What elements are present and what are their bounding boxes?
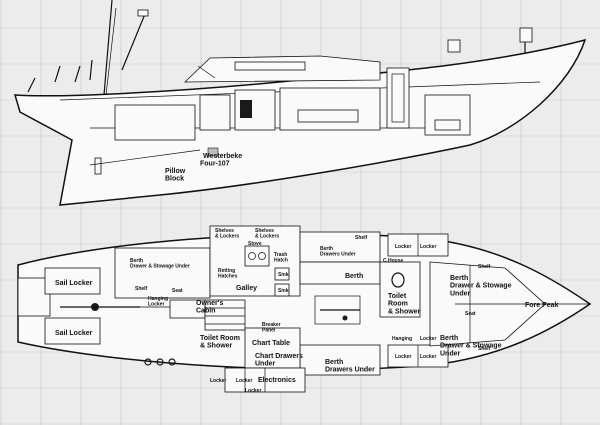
sheet-line (121, 13, 146, 71)
berth-bottom-box (299, 344, 381, 376)
sink-box (274, 267, 290, 281)
locker-1-label: Locker (395, 244, 411, 250)
aft-cabin-berth-plan (114, 247, 211, 299)
galley-stove-front (240, 100, 252, 118)
sink-label: Sink (278, 272, 289, 278)
locker-8-label: Locker (245, 388, 261, 394)
sink2-box (274, 283, 290, 297)
galley-label: Galley (236, 285, 257, 292)
sail-locker-top-box (44, 267, 101, 295)
pillow-block-label: Pillow Block (165, 168, 187, 183)
prop-shaft (89, 149, 201, 166)
sail-locker-bottom-label: Sail Locker (55, 330, 93, 337)
berth-center-label: Berth (345, 273, 363, 280)
companionway (197, 65, 216, 79)
westerbeke-label: Westerbeke Four-107 (200, 153, 244, 168)
toilet (391, 272, 405, 288)
backstay-line (105, 7, 117, 96)
shelf-left-label: Shelf (135, 286, 148, 292)
c-house-label: C.House (383, 258, 404, 264)
door-panel (391, 73, 405, 123)
mast-step (342, 315, 348, 321)
locker-3-label: Locker (420, 336, 436, 342)
head-door (386, 67, 410, 129)
stove-box (244, 245, 270, 267)
locker-7-label: Locker (236, 378, 252, 384)
toilet-room-shower-left-label: Toilet Room& Shower (200, 335, 240, 350)
port-1 (144, 358, 152, 366)
chart-table-box (244, 327, 301, 369)
burner-1 (248, 252, 256, 260)
mast-line (103, 0, 113, 96)
electronics-label: Electronics (258, 377, 296, 384)
berth-center-box (299, 261, 381, 285)
hanging-label: Hanging (392, 336, 412, 342)
seat-left-label: Seat (172, 288, 183, 294)
shaft-log (94, 157, 102, 175)
sail-locker-bottom-box (44, 317, 101, 345)
head-room-box (379, 261, 421, 318)
locker-2-label: Locker (420, 244, 436, 250)
shelves-lockers-2-label: Shelves& Lockers (255, 228, 279, 240)
stern-rail (27, 77, 36, 93)
sail-locker-top-label: Sail Locker (55, 280, 93, 287)
shelf-top-right-label: Shelf (355, 235, 368, 241)
aft-cabin-berth (114, 104, 196, 141)
profile-view: Pillow Block Westerbeke Four-107 (13, 0, 587, 206)
forward-drawers (434, 119, 461, 131)
stanchion-3 (89, 59, 93, 81)
berth-top-box (299, 231, 381, 263)
shelf-bottom-right-label: Shelf (478, 346, 491, 352)
sink2-label: Sink (278, 288, 289, 294)
engine-box (199, 94, 231, 131)
locker-6-label: Locker (210, 378, 226, 384)
locker-4-label: Locker (395, 354, 411, 360)
burner-2 (258, 252, 266, 260)
seat-right-label: Seat (465, 311, 476, 317)
locker-5-label: Locker (420, 354, 436, 360)
fore-vent (447, 39, 461, 53)
shelves-lockers-1-label: Shelves& Lockers (215, 228, 239, 240)
transom (17, 277, 51, 317)
masthead-fitting (137, 9, 149, 17)
saloon-cabinets (279, 87, 381, 131)
bow-vent (519, 27, 533, 43)
drawers (297, 109, 359, 123)
port-2 (156, 358, 164, 366)
fore-peak-label: Fore Peak (525, 302, 559, 309)
stanchion-2 (74, 65, 81, 83)
engine-block (207, 147, 219, 157)
stanchion-1 (54, 65, 61, 83)
shelf-right-label: Shelf (478, 264, 491, 270)
port-3 (168, 358, 176, 366)
companion-steps (204, 299, 246, 331)
cabin-ports (234, 61, 306, 71)
chart-table-label: Chart Table (252, 340, 290, 347)
stove-label: Stove (248, 241, 262, 247)
